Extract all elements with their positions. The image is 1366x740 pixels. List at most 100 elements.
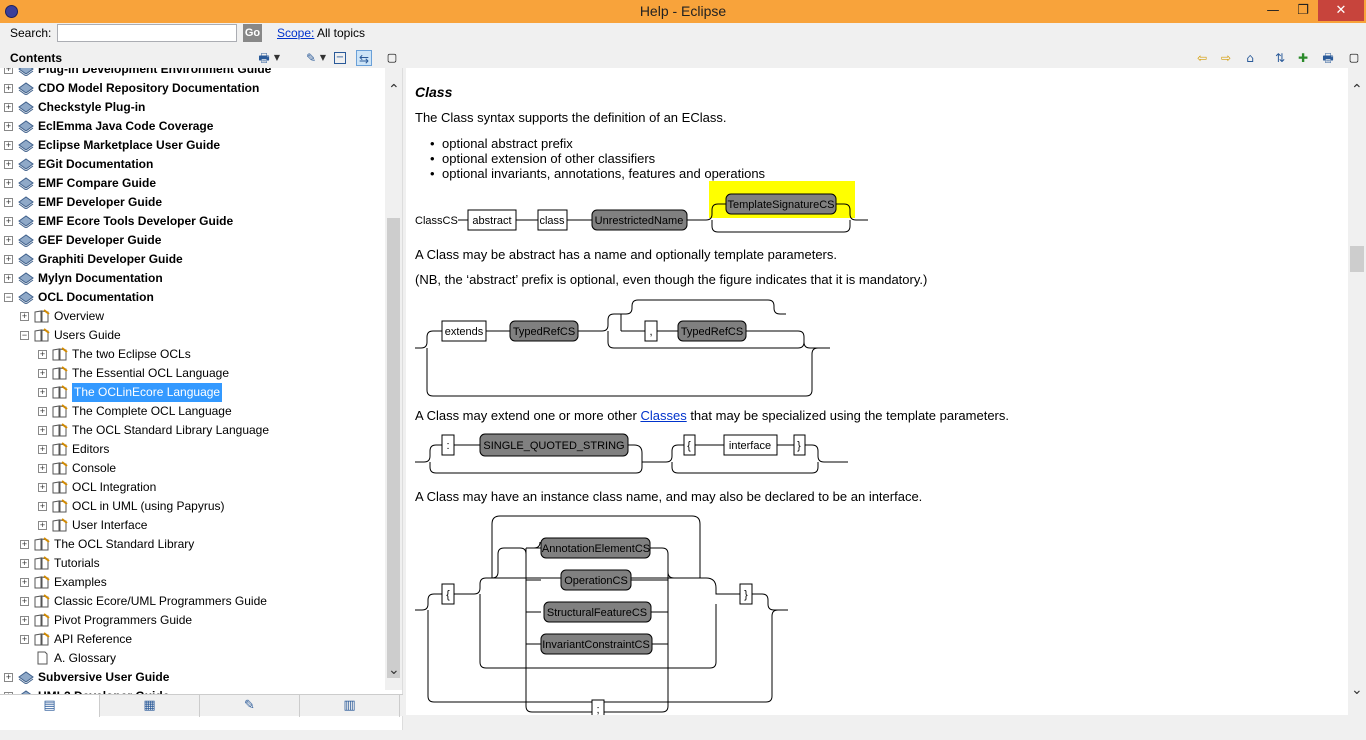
chevron-down-icon[interactable]: ▼ [319, 53, 327, 62]
tree-item[interactable]: +Console [0, 459, 385, 478]
home-icon[interactable]: ⌂ [1246, 51, 1254, 65]
tab-contents[interactable]: ▤ [0, 695, 100, 717]
bookmark-add-icon[interactable]: ✚ [1297, 51, 1309, 65]
expand-icon[interactable]: + [4, 140, 13, 150]
tab-index[interactable]: ▦ [100, 695, 200, 717]
tree-item[interactable]: +Overview [0, 307, 385, 326]
expand-icon[interactable]: + [4, 83, 13, 93]
expand-icon[interactable]: + [38, 368, 47, 378]
chevron-down-icon[interactable]: ▼ [273, 53, 281, 62]
scroll-down-icon[interactable]: ⌄ [1351, 682, 1363, 698]
tree-item[interactable]: +The OCL Standard Library [0, 535, 385, 554]
tree-item[interactable]: +The Essential OCL Language [0, 364, 385, 383]
tree-item[interactable]: +API Reference [0, 630, 385, 649]
tree-item[interactable]: +Examples [0, 573, 385, 592]
expand-icon[interactable]: + [38, 387, 47, 397]
tree-item[interactable]: +OCL in UML (using Papyrus) [0, 497, 385, 516]
close-button[interactable]: ✕ [1318, 0, 1364, 21]
tree-item[interactable]: +User Interface [0, 516, 385, 535]
tree-item[interactable]: +OCL Integration [0, 478, 385, 497]
print-icon[interactable]: 🖶 [258, 51, 270, 65]
content-scrollbar[interactable]: ⌃ ⌄ [1348, 68, 1366, 715]
tab-search[interactable]: ✎ [200, 695, 300, 717]
tree-item[interactable]: +EMF Developer Guide [0, 193, 385, 212]
maximize-view-icon[interactable]: ▢ [386, 51, 398, 64]
collapse-icon[interactable]: − [4, 292, 13, 302]
forward-icon[interactable]: ⇨ [1220, 51, 1232, 65]
expand-icon[interactable]: + [20, 539, 29, 549]
expand-icon[interactable]: + [4, 121, 13, 131]
tree-item[interactable]: +GEF Developer Guide [0, 231, 385, 250]
collapse-icon[interactable]: − [20, 330, 29, 340]
expand-icon[interactable]: + [38, 463, 47, 473]
tree-item[interactable]: +EMF Ecore Tools Developer Guide [0, 212, 385, 231]
tree-item[interactable]: +CDO Model Repository Documentation [0, 79, 385, 98]
scroll-down-icon[interactable]: ⌄ [388, 662, 400, 678]
scope-link[interactable]: Scope: [277, 26, 315, 40]
tree-item[interactable]: +Editors [0, 440, 385, 459]
expand-icon[interactable]: + [38, 406, 47, 416]
expand-icon[interactable]: + [38, 501, 47, 511]
tree-item-label: Checkstyle Plug-in [38, 100, 146, 114]
expand-icon[interactable]: + [4, 102, 13, 112]
expand-icon[interactable]: + [4, 672, 13, 682]
expand-icon[interactable]: + [38, 444, 47, 454]
scroll-up-icon[interactable]: ⌃ [388, 82, 400, 98]
tree-item[interactable]: + Checkstyle Plug-in [0, 98, 385, 117]
expand-icon[interactable]: + [4, 254, 13, 264]
tree-item[interactable]: +The two Eclipse OCLs [0, 345, 385, 364]
expand-icon[interactable]: + [38, 482, 47, 492]
tree-item[interactable]: +Classic Ecore/UML Programmers Guide [0, 592, 385, 611]
expand-icon[interactable]: + [20, 311, 29, 321]
expand-icon[interactable]: + [4, 197, 13, 207]
tree-item[interactable]: +EMF Compare Guide [0, 174, 385, 193]
expand-icon[interactable]: + [4, 273, 13, 283]
expand-icon[interactable]: + [38, 425, 47, 435]
maximize-view-icon[interactable]: ▢ [1348, 51, 1360, 64]
content-scroll-thumb[interactable] [1350, 246, 1364, 272]
tree-item[interactable]: +Plug-in Development Environment Guide [0, 68, 385, 79]
tree-item[interactable]: +Eclipse Marketplace User Guide [0, 136, 385, 155]
back-icon[interactable]: ⇦ [1196, 51, 1208, 65]
classes-link[interactable]: Classes [640, 408, 687, 423]
tree-item[interactable]: +The Complete OCL Language [0, 402, 385, 421]
expand-icon[interactable]: + [4, 68, 13, 74]
expand-icon[interactable]: + [20, 634, 29, 644]
search-input[interactable] [57, 24, 237, 42]
expand-icon[interactable]: + [20, 577, 29, 587]
tree-scrollbar[interactable]: ⌃ ⌄ [385, 68, 402, 690]
print-page-icon[interactable]: 🖶 [1322, 51, 1334, 65]
tree-item[interactable]: +Tutorials [0, 554, 385, 573]
tree-item[interactable]: +Pivot Programmers Guide [0, 611, 385, 630]
show-in-toc-icon[interactable]: ⇅ [1274, 51, 1286, 65]
expand-icon[interactable]: + [4, 235, 13, 245]
expand-icon[interactable]: + [38, 520, 47, 530]
tree-item[interactable]: +Subversive User Guide [0, 668, 385, 687]
tree-item[interactable]: +Mylyn Documentation [0, 269, 385, 288]
tree-item[interactable]: +Graphiti Developer Guide [0, 250, 385, 269]
expand-icon[interactable]: + [20, 615, 29, 625]
expand-icon[interactable]: + [4, 178, 13, 188]
link-with-contents-icon[interactable]: ✎ [305, 51, 317, 65]
sync-toc-icon[interactable]: ⇆ [356, 50, 372, 66]
minimize-button[interactable]: — [1266, 3, 1280, 18]
expand-icon[interactable]: + [4, 159, 13, 169]
tree-item[interactable]: −Users Guide [0, 326, 385, 345]
tree-scroll-thumb[interactable] [387, 218, 400, 678]
tree-item[interactable]: +EclEmma Java Code Coverage [0, 117, 385, 136]
tree-item[interactable]: +The OCL Standard Library Language [0, 421, 385, 440]
collapse-all-icon[interactable]: − [334, 52, 346, 64]
terminal-rbrace: } [744, 589, 748, 601]
go-button[interactable]: Go [243, 24, 262, 42]
tab-bookmarks[interactable]: ▥ [300, 695, 400, 717]
tree-item[interactable]: +The OCLinEcore Language [0, 383, 385, 402]
tree-item[interactable]: +EGit Documentation [0, 155, 385, 174]
expand-icon[interactable]: + [4, 216, 13, 226]
expand-icon[interactable]: + [20, 558, 29, 568]
expand-icon[interactable]: + [38, 349, 47, 359]
maximize-button[interactable]: ❐ [1297, 3, 1309, 18]
expand-icon[interactable]: + [20, 596, 29, 606]
tree-item[interactable]: −OCL Documentation [0, 288, 385, 307]
scroll-up-icon[interactable]: ⌃ [1351, 82, 1363, 98]
tree-item[interactable]: A. Glossary [0, 649, 385, 668]
